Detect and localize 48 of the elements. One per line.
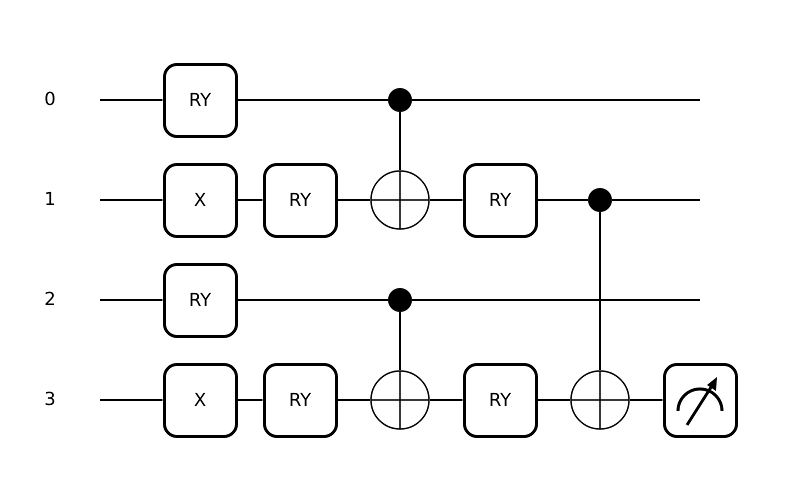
qubit-wire: [238, 199, 262, 201]
control-line: [399, 312, 401, 370]
gate-label: RY: [488, 190, 512, 210]
qubit-wire: [238, 99, 388, 101]
gate-label: RY: [188, 90, 212, 110]
control-line: [599, 212, 601, 370]
qubit-index: 0: [43, 89, 57, 110]
gate-box: [162, 162, 238, 238]
qubit-wire: [412, 99, 700, 101]
qubit-wire: [430, 199, 462, 201]
gate-box: [462, 162, 538, 238]
gate-label: RY: [288, 390, 312, 410]
qubit-wire: [538, 199, 588, 201]
qubit-wire: [538, 399, 570, 401]
qubit-wire: [100, 99, 162, 101]
measurement-box: [662, 362, 738, 438]
gate-box: [162, 262, 238, 338]
gate-label: X: [194, 190, 206, 210]
gate-box: [262, 362, 338, 438]
gate-label: RY: [488, 390, 512, 410]
gate-box: [462, 362, 538, 438]
control-dot: [588, 188, 612, 212]
target-symbol: [370, 370, 430, 430]
qubit-wire: [630, 399, 662, 401]
target-symbol: [570, 370, 630, 430]
qubit-wire: [100, 399, 162, 401]
qubit-index: 2: [43, 289, 57, 310]
qubit-wire: [338, 199, 370, 201]
qubit-index: 1: [43, 189, 57, 210]
qubit-wire: [338, 399, 370, 401]
gate-label: RY: [288, 190, 312, 210]
qubit-wire: [238, 299, 388, 301]
qubit-wire: [100, 299, 162, 301]
control-line: [399, 112, 401, 170]
gate-label: X: [194, 390, 206, 410]
control-dot: [388, 88, 412, 112]
gate-box: [162, 62, 238, 138]
gate-box: [262, 162, 338, 238]
qubit-wire: [612, 199, 700, 201]
qubit-index: 3: [43, 389, 57, 410]
qubit-wire: [238, 399, 262, 401]
qubit-wire: [412, 299, 700, 301]
qubit-wire: [430, 399, 462, 401]
target-symbol: [370, 170, 430, 230]
qubit-wire: [100, 199, 162, 201]
gate-label: RY: [188, 290, 212, 310]
gate-box: [162, 362, 238, 438]
control-dot: [388, 288, 412, 312]
